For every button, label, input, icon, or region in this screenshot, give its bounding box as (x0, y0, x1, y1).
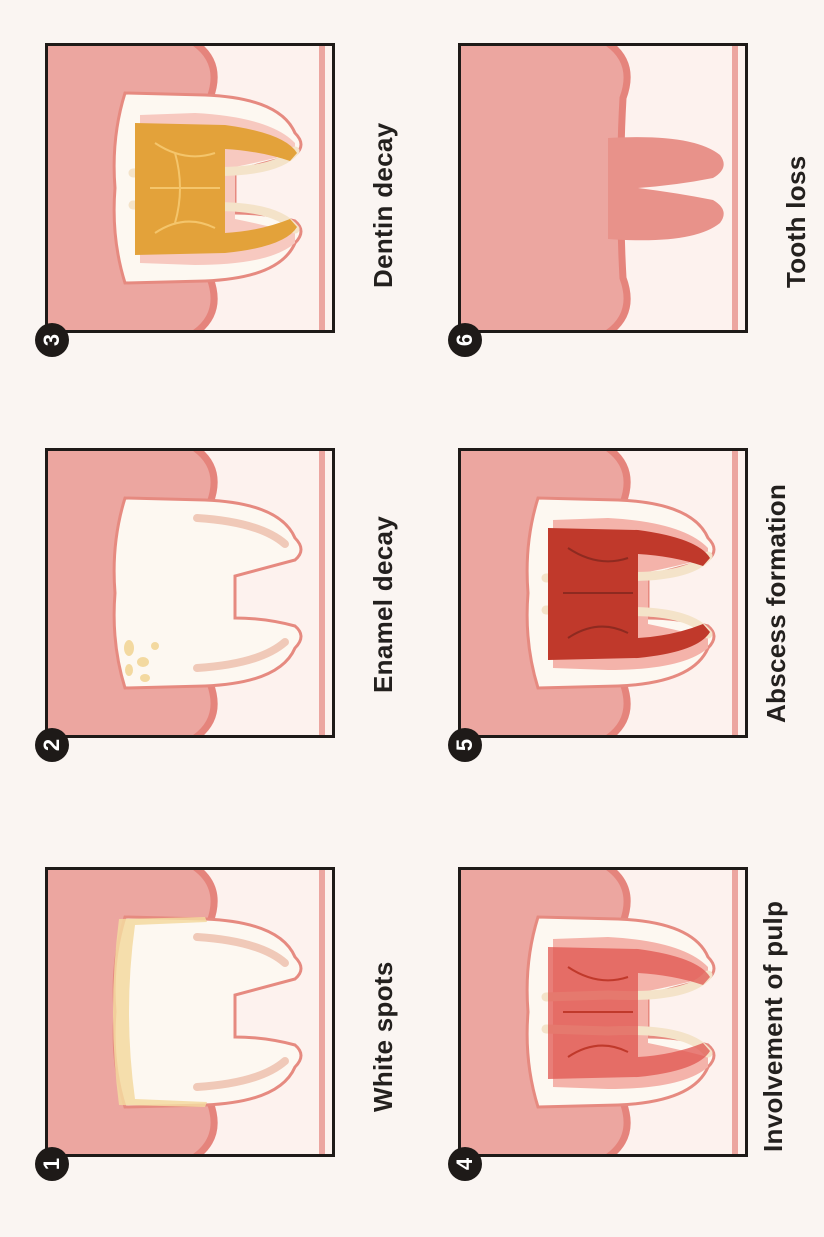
stage-panel-enamel-decay: 2 Enamel decay (45, 448, 335, 738)
tooth-illustration-tooth-loss (458, 43, 748, 333)
stage-panel-abscess: 5 Abscess formation (458, 448, 748, 738)
stage-number-badge: 3 (35, 323, 69, 357)
stage-number-badge: 5 (448, 728, 482, 762)
tooth-illustration-white-spots (45, 867, 335, 1157)
tooth-illustration-abscess (458, 448, 748, 738)
stage-panel-tooth-loss: 6 Tooth loss (458, 43, 748, 333)
stage-label: Abscess formation (756, 463, 796, 723)
tooth-illustration-pulp-involvement (458, 867, 748, 1157)
tooth-illustration-dentin-decay (45, 43, 335, 333)
stage-number-badge: 4 (448, 1147, 482, 1181)
stage-panel-pulp-involvement: 4 Involvement of pulp (458, 867, 748, 1157)
stage-label: Enamel decay (363, 493, 403, 693)
stage-panel-white-spots: 1 White spots (45, 867, 335, 1157)
stage-number-badge: 1 (35, 1147, 69, 1181)
stage-label: Involvement of pulp (753, 872, 793, 1152)
stage-label: White spots (363, 912, 403, 1112)
stage-label: Tooth loss (776, 88, 816, 288)
stage-number-badge: 6 (448, 323, 482, 357)
stage-label: Dentin decay (363, 88, 403, 288)
stage-panel-dentin-decay: 3 Dentin decay (45, 43, 335, 333)
stage-number-badge: 2 (35, 728, 69, 762)
tooth-illustration-enamel-decay (45, 448, 335, 738)
